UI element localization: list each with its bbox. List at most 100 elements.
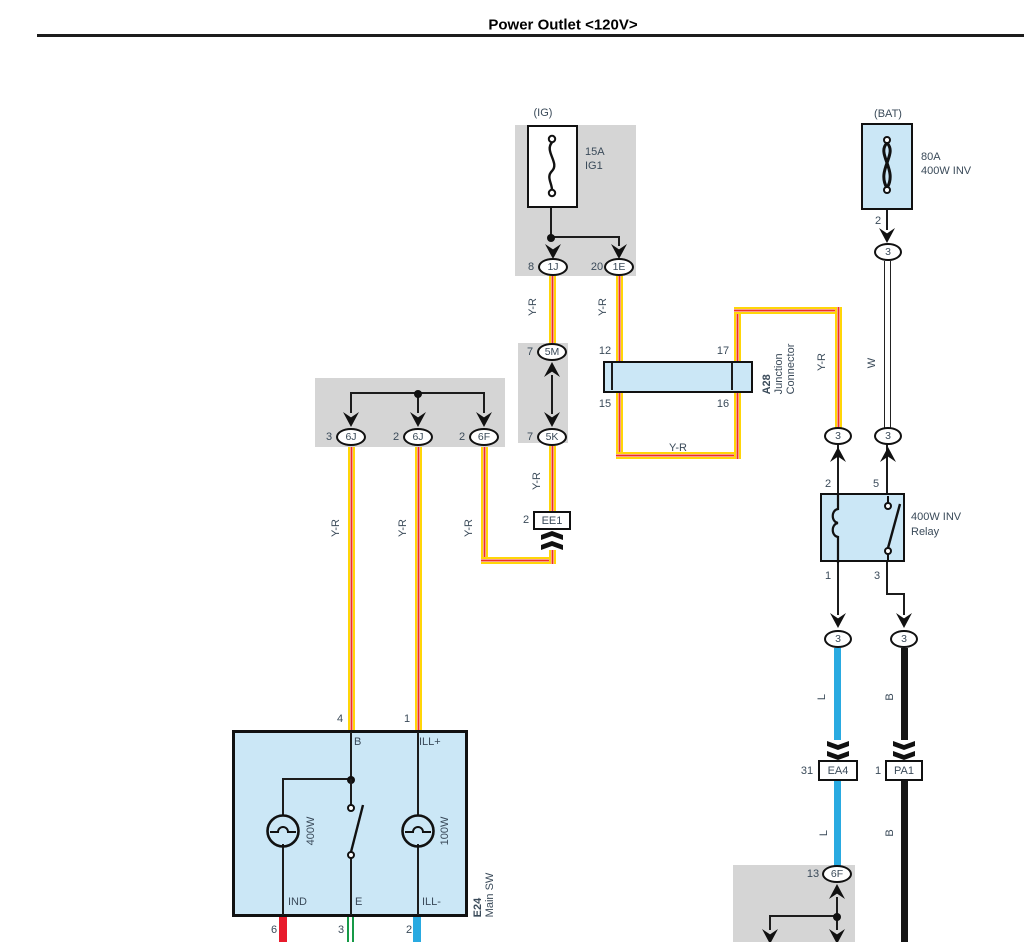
row6-pin-2b: 2 [458,431,466,443]
splice-chevron-ee1 [541,531,563,540]
mainsw-term-illminus: ILL- [422,896,441,908]
junction-connector-a28 [603,361,753,393]
pin-7-top: 7 [526,346,534,358]
bulb-400w-icon [266,814,300,848]
connector-3-label: 3 [901,633,907,645]
a28-pin-15: 15 [598,398,612,410]
relay-pin-5: 5 [872,478,880,490]
wire-blue-illm [413,917,421,942]
bat-fuse-name: 400W INV [921,165,972,177]
arrow-into-bat-3 [879,228,895,243]
splice-chevron-pa1 [893,751,915,760]
a28-pin-16: 16 [716,398,730,410]
connector-3-label: 3 [835,633,841,645]
mainsw-line-bulb1-top [282,778,284,816]
connector-pa1: PA1 [885,760,923,781]
wire-yr-6j-pin4 [348,447,355,730]
connector-3-relay-tr: 3 [874,427,902,445]
wire-label-b: B [884,693,896,701]
relay-pin-3: 3 [873,570,881,582]
connector-ea4-label: EA4 [827,764,849,777]
arrow-into-3-lower-right [896,613,912,628]
arrow-into-3-right [880,447,896,462]
relay-name-2: Relay [911,526,940,538]
mainsw-pin-4: 4 [336,713,344,725]
mainsw-line-bulb2-bot [417,844,419,915]
ee1-pin: 2 [522,514,530,526]
relay-pin-1: 1 [824,570,832,582]
mainsw-term-b: B [354,736,362,748]
line-5m-5k [551,375,553,414]
wire-yr-6f-up [549,550,556,564]
line-relay-pin1 [837,561,839,615]
mainsw-pin-2: 2 [405,924,413,936]
mainsw-line-b [350,732,352,781]
connector-1e-label: 1E [612,261,626,273]
connector-3-relay-bl: 3 [824,630,852,648]
page-title: Power Outlet <120V> [488,16,638,34]
pin-8: 8 [527,261,535,273]
wire-label-yr: Y-R [816,353,828,371]
mainsw-term-e: E [355,896,363,908]
ig-fuse-rating: 15A [585,146,605,158]
line-relay-pin3-v2 [903,593,905,615]
connector-5m: 5M [537,343,567,361]
connector-6f-label: 6F [477,431,491,443]
a28-cell-divider [611,363,613,390]
a28-code: A28 [761,374,773,395]
connector-6j2-label: 6J [412,431,424,443]
mainsw-line-sw-bot [350,857,352,915]
wire-yr-6f-down [481,447,488,564]
a28-pin-17: 17 [716,345,730,357]
line-6f-stub-r [836,916,838,930]
a28-title: A28 Junction Connector [761,344,797,395]
wire-yr-5k-ee1 [549,446,556,511]
wire-label-b: B [884,829,896,837]
line-relay-pin5 [886,444,888,494]
mainsw-line-bulb2-top [417,732,419,816]
mainsw-pin-6: 6 [270,924,278,936]
connector-3-label: 3 [835,430,841,442]
a28-name-2: Connector [785,343,797,395]
junction-dot-6j [414,390,422,398]
connector-3-bat: 3 [874,243,902,261]
a28-pin-12: 12 [598,345,612,357]
a28-cell-divider [731,363,733,390]
mainsw-line-sw-top [350,779,352,807]
wire-label-yr: Y-R [669,442,687,454]
mainsw-name: Main SW [484,872,496,918]
ea4-pin: 31 [800,765,814,777]
wire-label-yr: Y-R [597,298,609,316]
wire-red-ind [279,917,287,942]
bat-fuse-rating: 80A [921,151,941,163]
mainsw-pin-1: 1 [403,713,411,725]
connector-1j-label: 1J [547,261,559,273]
splice-chevron-ea4 [827,741,849,750]
mainsw-pin-3: 3 [337,924,345,936]
line-relay-pin3-h [886,593,905,595]
wire-label-yr: Y-R [527,298,539,316]
splice-chevron-ee1 [541,541,563,550]
line-6f-down [836,897,838,919]
line-bat-fuse-down [886,194,888,230]
line-relay-pin2 [837,444,839,494]
splice-chevron-pa1 [893,741,915,750]
bat-header: (BAT) [874,108,902,120]
pin-7-bot: 7 [526,431,534,443]
connector-5k-label: 5K [545,431,559,443]
connector-1e: 1E [604,258,634,276]
fuse-ig-icon [547,134,557,198]
connector-3-relay-tl: 3 [824,427,852,445]
relay-name-1: 400W INV [911,511,962,523]
mainsw-line-bulb1-bot [282,844,284,915]
mainsw-term-illplus: ILL+ [419,736,441,748]
connector-3-label: 3 [885,430,891,442]
splice-chevron-ea4 [827,751,849,760]
pin-20: 20 [590,261,604,273]
connector-5m-label: 5M [544,346,560,358]
relay-switch-icon [884,496,902,562]
connector-5k: 5K [537,428,567,446]
row6-pin-2a: 2 [392,431,400,443]
connector-3-label: 3 [885,246,891,258]
